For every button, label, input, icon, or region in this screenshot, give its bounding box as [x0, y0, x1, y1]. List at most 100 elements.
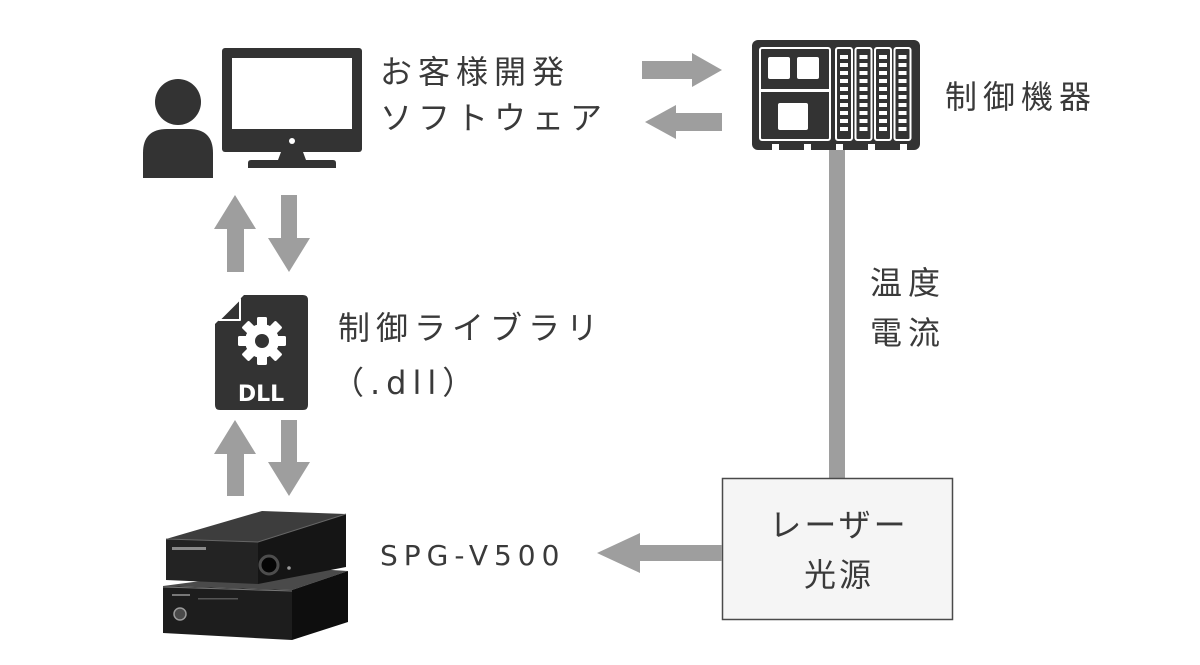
- io-modules: [835, 47, 912, 141]
- io-module: [874, 47, 892, 141]
- io-indicator: [840, 55, 848, 59]
- io-indicator: [859, 71, 868, 75]
- device-logo-mark: [172, 547, 206, 550]
- io-indicator: [879, 79, 887, 83]
- arrow-software-to-library: [268, 195, 310, 272]
- device-output-port: [258, 554, 280, 576]
- rail-notch: [772, 144, 779, 150]
- io-indicator: [840, 79, 848, 83]
- device-power-knob: [173, 607, 187, 621]
- io-module: [893, 47, 912, 141]
- rail-notch: [836, 144, 843, 150]
- signal-label-line1: 温度: [870, 264, 947, 302]
- io-indicator: [840, 103, 848, 107]
- dll-file-label: DLL: [238, 382, 284, 407]
- io-indicator: [859, 79, 868, 83]
- user-icon: [143, 79, 213, 178]
- cpu-indicator-right: [797, 57, 819, 79]
- cpu-indicator-left: [768, 57, 790, 79]
- io-indicator: [859, 119, 868, 123]
- io-indicator: [879, 55, 887, 59]
- io-indicator: [879, 103, 887, 107]
- gear-hole: [255, 334, 269, 348]
- cpu-module-divider: [760, 89, 830, 92]
- monitor-screen: [232, 58, 352, 129]
- io-indicator: [859, 103, 868, 107]
- control-device-icon: [752, 40, 920, 150]
- device-status-led: [287, 566, 291, 570]
- device-lower-front: [163, 586, 292, 640]
- user-head: [155, 79, 201, 125]
- io-indicator: [859, 111, 868, 115]
- spg-v500-device-image: [162, 511, 348, 640]
- io-indicator: [898, 103, 907, 107]
- device-label: SPG-V500: [380, 539, 566, 572]
- dll-file-fold: [218, 298, 241, 321]
- arrow-software-to-control-device: [642, 53, 722, 87]
- dll-file-icon: DLL: [215, 295, 308, 410]
- io-indicator: [859, 95, 868, 99]
- io-indicator: [879, 63, 887, 67]
- rail-notch: [900, 144, 907, 150]
- arrow-device-to-library: [214, 420, 256, 496]
- device-upper-front: [166, 539, 258, 584]
- io-indicator: [879, 87, 887, 91]
- io-indicator: [898, 79, 907, 83]
- io-indicator: [859, 55, 868, 59]
- io-indicator: [898, 55, 907, 59]
- device-lower-marking: [172, 594, 190, 596]
- software-label-line2: ソフトウェア: [380, 99, 609, 137]
- io-indicator: [840, 87, 848, 91]
- device-lower-marking-2: [198, 598, 238, 600]
- user-body: [143, 129, 213, 178]
- io-indicator: [840, 95, 848, 99]
- cpu-module-frame: [759, 47, 831, 141]
- connector-control-device-to-laser: [829, 150, 845, 478]
- io-indicator: [840, 119, 848, 123]
- mounting-rail: [772, 144, 907, 150]
- io-indicator: [898, 127, 907, 131]
- io-indicator: [840, 127, 848, 131]
- io-indicator: [859, 87, 868, 91]
- library-label-line2: （.dll）: [332, 364, 481, 402]
- cpu-display: [778, 103, 808, 130]
- io-indicator: [840, 111, 848, 115]
- io-indicator: [840, 71, 848, 75]
- io-indicator: [840, 63, 848, 67]
- arrow-control-device-to-software: [645, 105, 722, 139]
- io-indicator: [898, 95, 907, 99]
- device-lower-side: [292, 571, 348, 640]
- control-device-label: 制御機器: [945, 78, 1098, 116]
- rail-notch: [868, 144, 875, 150]
- signal-label-line2: 電流: [870, 314, 947, 352]
- monitor-stand: [248, 152, 336, 168]
- io-indicator: [879, 95, 887, 99]
- laser-label-line1: レーザー: [769, 506, 909, 544]
- device-lower-edge: [162, 586, 293, 592]
- device-upper-top: [166, 511, 346, 542]
- software-label-line1: お客様開発: [380, 53, 571, 91]
- io-indicator: [898, 71, 907, 75]
- library-label-line1: 制御ライブラリ: [338, 309, 605, 347]
- arrow-laser-to-device: [597, 533, 722, 573]
- io-indicator: [898, 119, 907, 123]
- laser-source-box: [721, 477, 954, 621]
- io-indicator: [879, 127, 887, 131]
- io-module: [835, 47, 853, 141]
- io-indicator: [879, 71, 887, 75]
- device-upper-edge: [165, 513, 347, 543]
- arrow-library-to-device: [268, 420, 310, 496]
- io-indicator: [879, 111, 887, 115]
- device-upper-side: [258, 514, 346, 584]
- io-indicator: [879, 119, 887, 123]
- arrow-library-to-software: [214, 195, 256, 272]
- rail-notch: [804, 144, 811, 150]
- io-indicator: [859, 127, 868, 131]
- io-indicator: [898, 111, 907, 115]
- monitor-power-dot: [289, 138, 295, 144]
- io-indicator: [859, 63, 868, 67]
- gear-icon: [238, 317, 286, 365]
- io-indicator: [898, 63, 907, 67]
- io-indicator: [898, 87, 907, 91]
